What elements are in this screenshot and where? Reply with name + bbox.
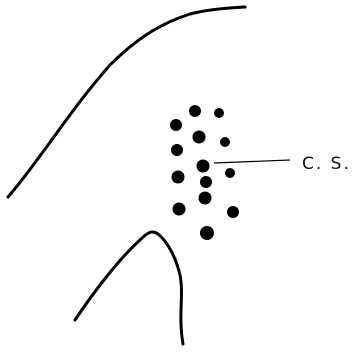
dot-11 (199, 192, 212, 205)
dot-9 (172, 171, 185, 184)
label-cs: C. S. (302, 154, 351, 174)
dot-4 (193, 131, 206, 144)
dot-5 (220, 137, 230, 147)
lower-outline-curve (75, 232, 183, 344)
dot-cluster (170, 105, 239, 240)
dot-3 (170, 119, 182, 131)
dot-13 (227, 206, 239, 218)
dot-8 (225, 168, 235, 178)
dot-12 (173, 203, 186, 216)
dot-1 (189, 105, 201, 117)
dot-2 (214, 108, 224, 118)
dot-10 (200, 176, 212, 188)
dot-14 (200, 226, 214, 240)
dot-6 (171, 144, 183, 156)
upper-outline-curve (8, 7, 245, 197)
dot-7 (197, 160, 210, 173)
label-leader-line (214, 160, 290, 163)
